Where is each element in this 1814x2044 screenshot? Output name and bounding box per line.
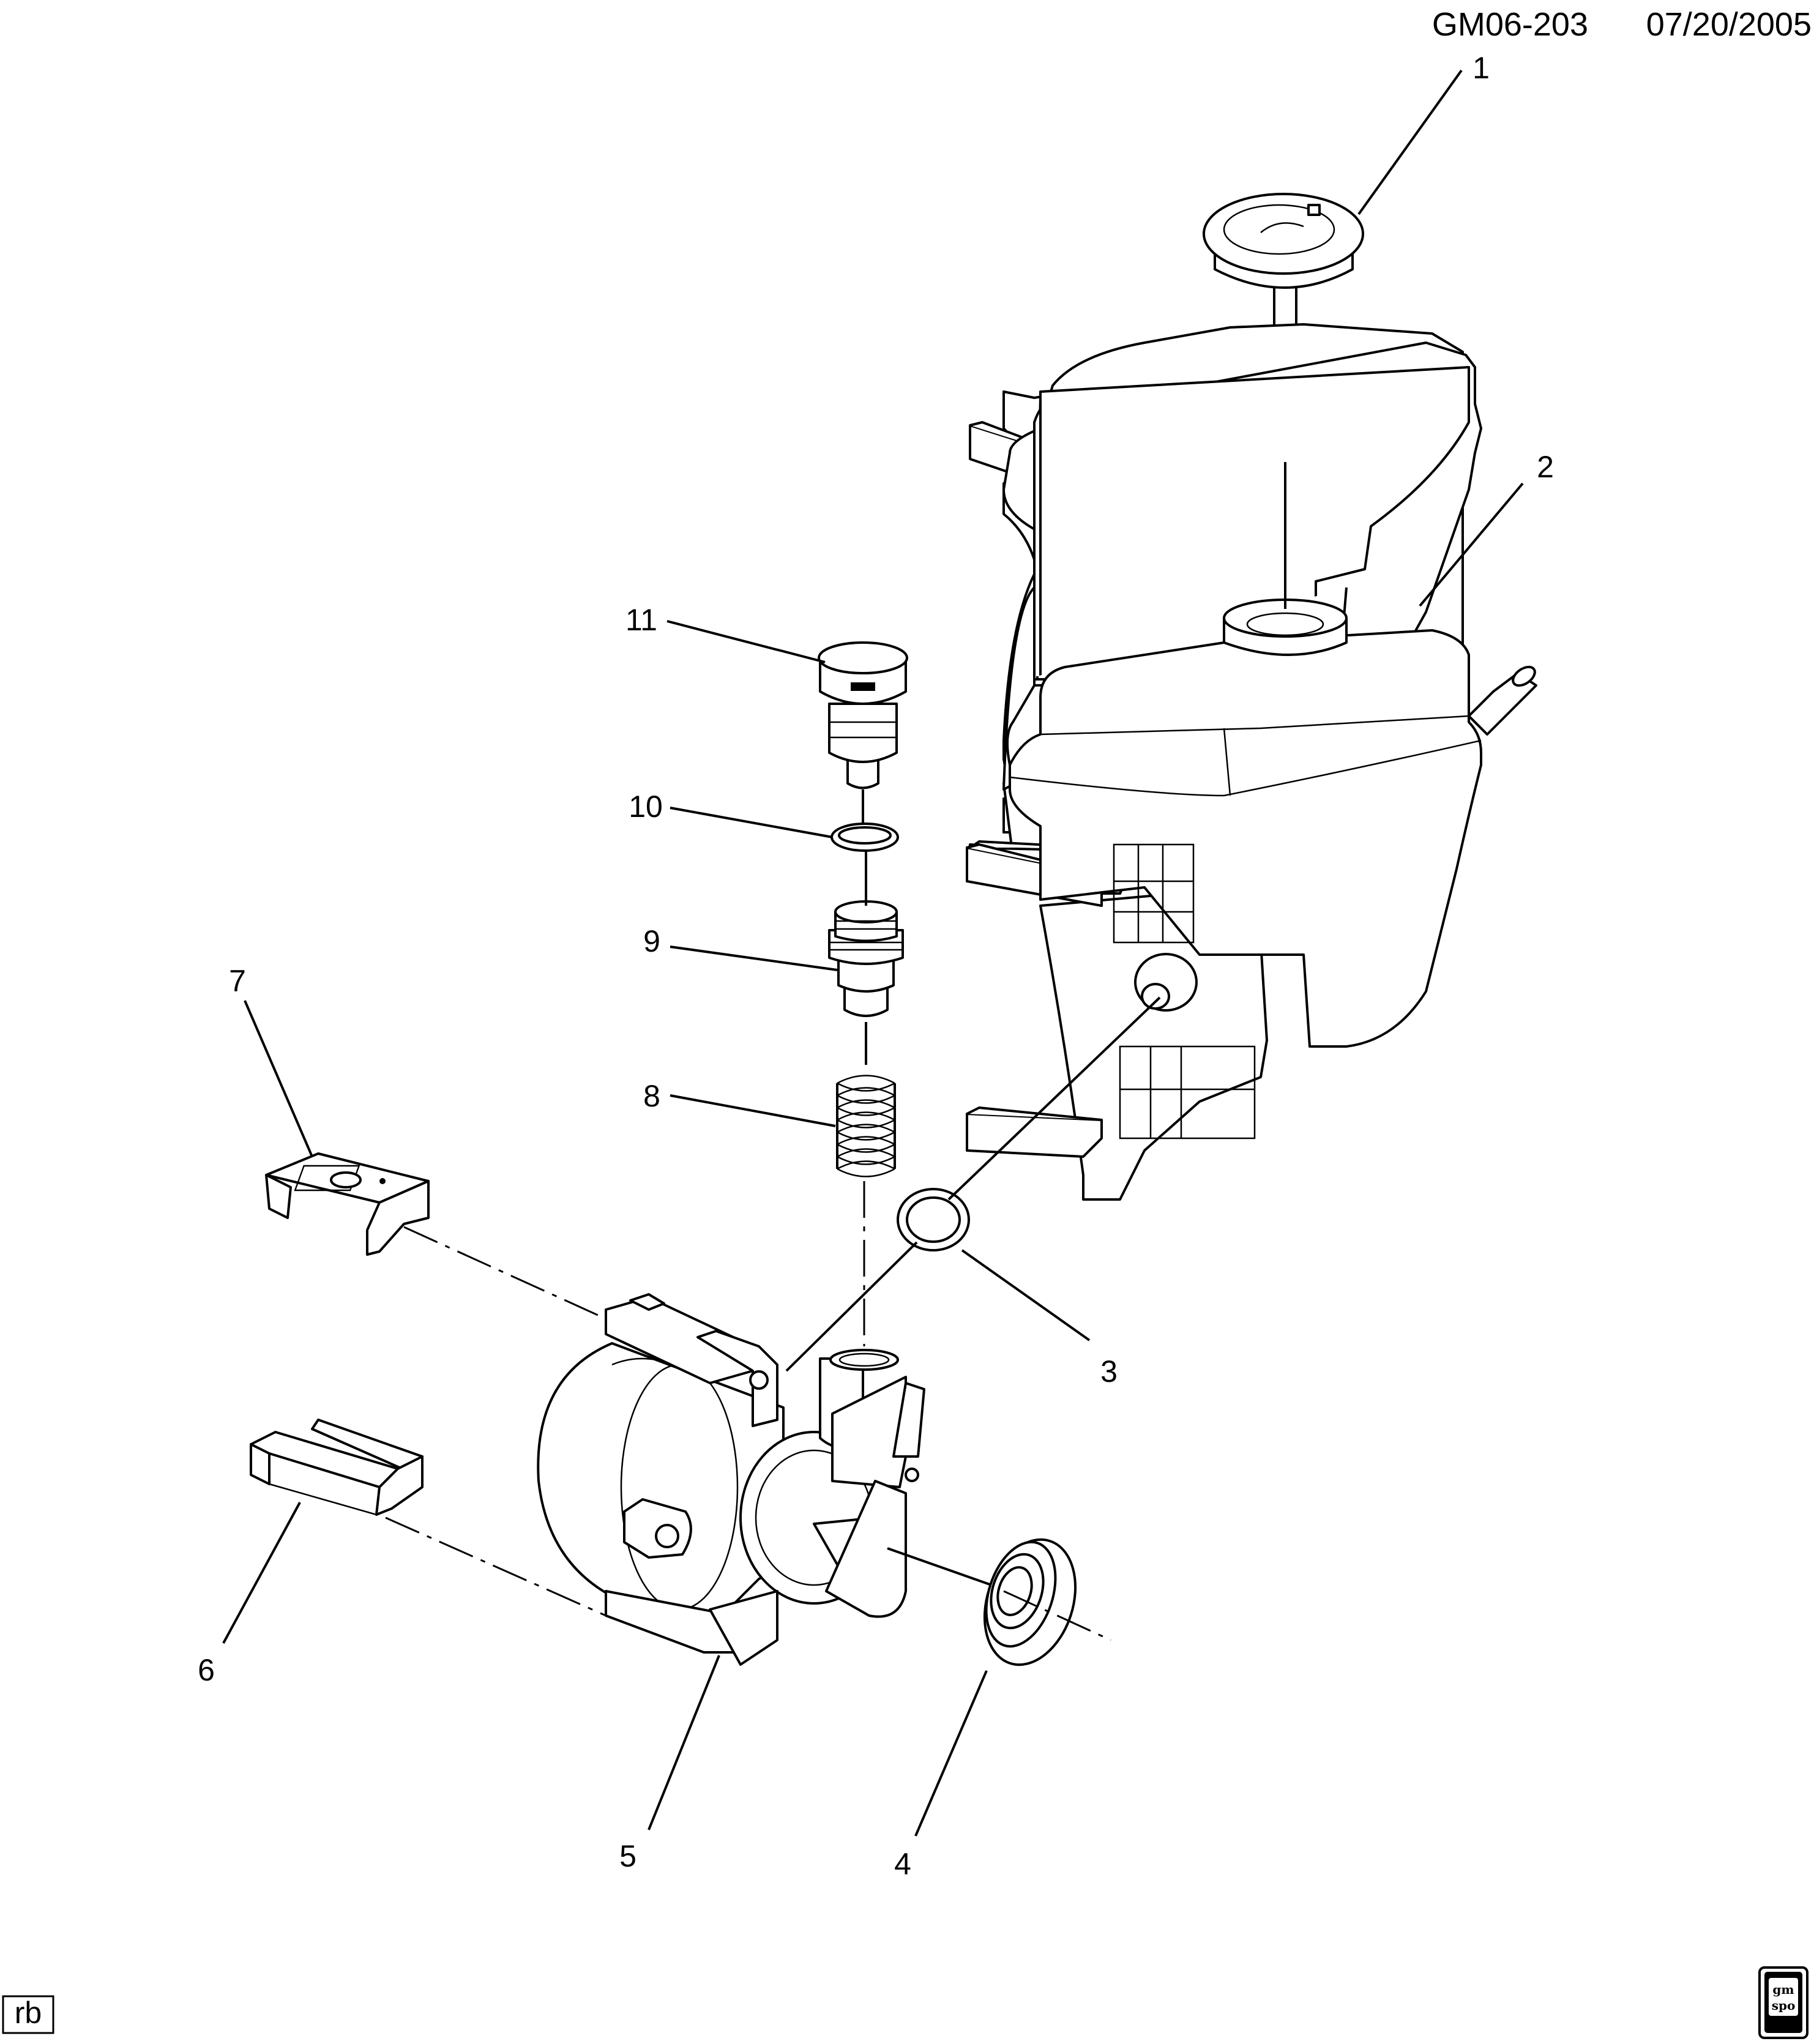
lower-mounting-clip bbox=[250, 1419, 424, 1516]
callout-7: 7 bbox=[229, 964, 246, 998]
callout-10: 10 bbox=[629, 789, 663, 824]
svg-text:gm: gm bbox=[1772, 1982, 1794, 1997]
assembly-centerlines bbox=[385, 462, 1286, 1641]
footer: rb gm spo bbox=[2, 1966, 1808, 2039]
callout-numbers: 1 2 3 4 5 6 7 8 9 10 11 bbox=[198, 51, 1554, 1881]
fluid-reservoir-outline bbox=[966, 599, 1537, 1201]
callout-4: 4 bbox=[894, 1847, 911, 1881]
reservoir-cap-with-dipstick bbox=[1203, 193, 1364, 451]
svg-text:spo: spo bbox=[1772, 1998, 1796, 2013]
power-steering-pump bbox=[537, 1293, 925, 1666]
upper-mounting-clip bbox=[265, 1152, 430, 1256]
valve-spring bbox=[836, 1075, 896, 1177]
callout-1: 1 bbox=[1472, 51, 1490, 85]
leader-lines bbox=[222, 69, 1524, 1837]
author-box bbox=[2, 1995, 54, 2034]
flow-control-valve bbox=[828, 900, 904, 1017]
callout-9: 9 bbox=[643, 924, 660, 958]
gm-spo-logo: gm spo bbox=[1758, 1966, 1808, 2039]
callout-8: 8 bbox=[643, 1079, 660, 1113]
shaft-seal bbox=[983, 1538, 1077, 1666]
callout-2: 2 bbox=[1537, 450, 1554, 484]
callout-6: 6 bbox=[198, 1653, 215, 1687]
valve-plug bbox=[818, 641, 908, 789]
o-ring-small bbox=[830, 822, 899, 852]
callout-3: 3 bbox=[1100, 1354, 1118, 1389]
callout-5: 5 bbox=[619, 1839, 636, 1873]
author-initials: rb bbox=[15, 1996, 42, 2030]
drawing-id: GM06-203 bbox=[1432, 6, 1588, 43]
header: GM06-203 07/20/2005 bbox=[1432, 6, 1812, 43]
callout-11: 11 bbox=[625, 603, 657, 637]
o-ring-large bbox=[897, 1188, 970, 1251]
drawing-date: 07/20/2005 bbox=[1646, 6, 1812, 43]
